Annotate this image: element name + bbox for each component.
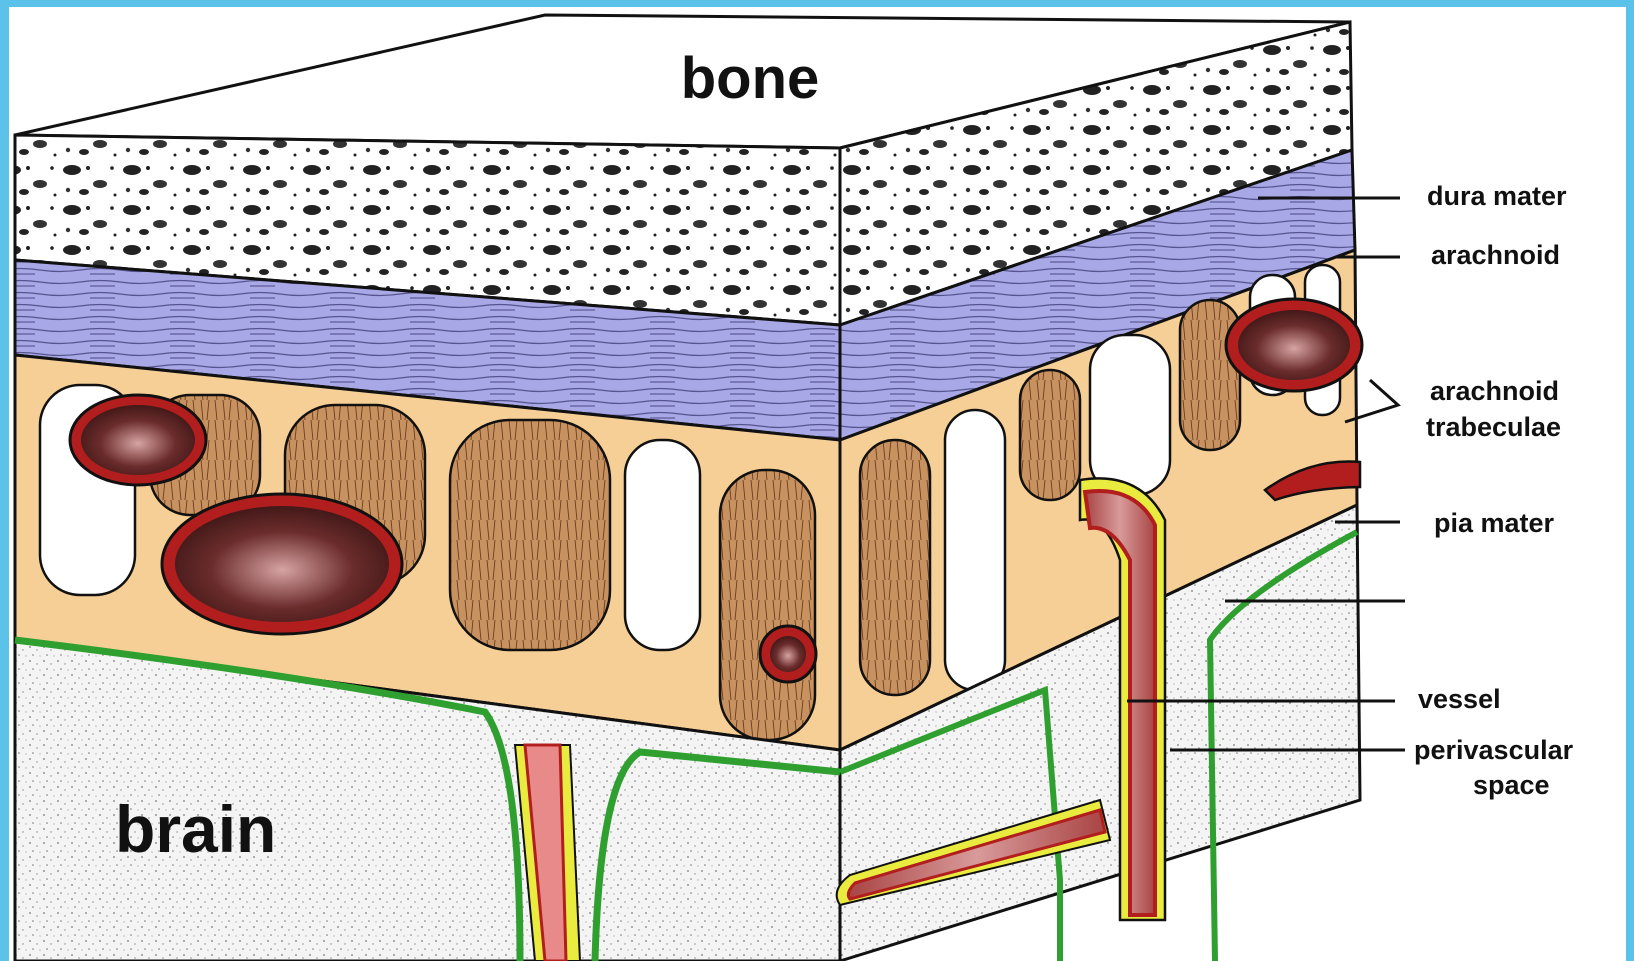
label-brain: brain: [115, 792, 276, 866]
label-perivascular-line2: space: [1473, 770, 1550, 800]
label-pia-mater: pia mater: [1434, 508, 1555, 538]
label-arachnoid-trabeculae-line2: trabeculae: [1426, 412, 1561, 442]
label-arachnoid-trabeculae-line1: arachnoid: [1430, 376, 1559, 406]
label-dura-mater: dura mater: [1427, 181, 1567, 211]
label-vessel: vessel: [1418, 684, 1501, 714]
label-arachnoid: arachnoid: [1431, 240, 1560, 270]
label-perivascular-line1: perivascular: [1414, 735, 1574, 765]
label-bone: bone: [681, 46, 820, 111]
